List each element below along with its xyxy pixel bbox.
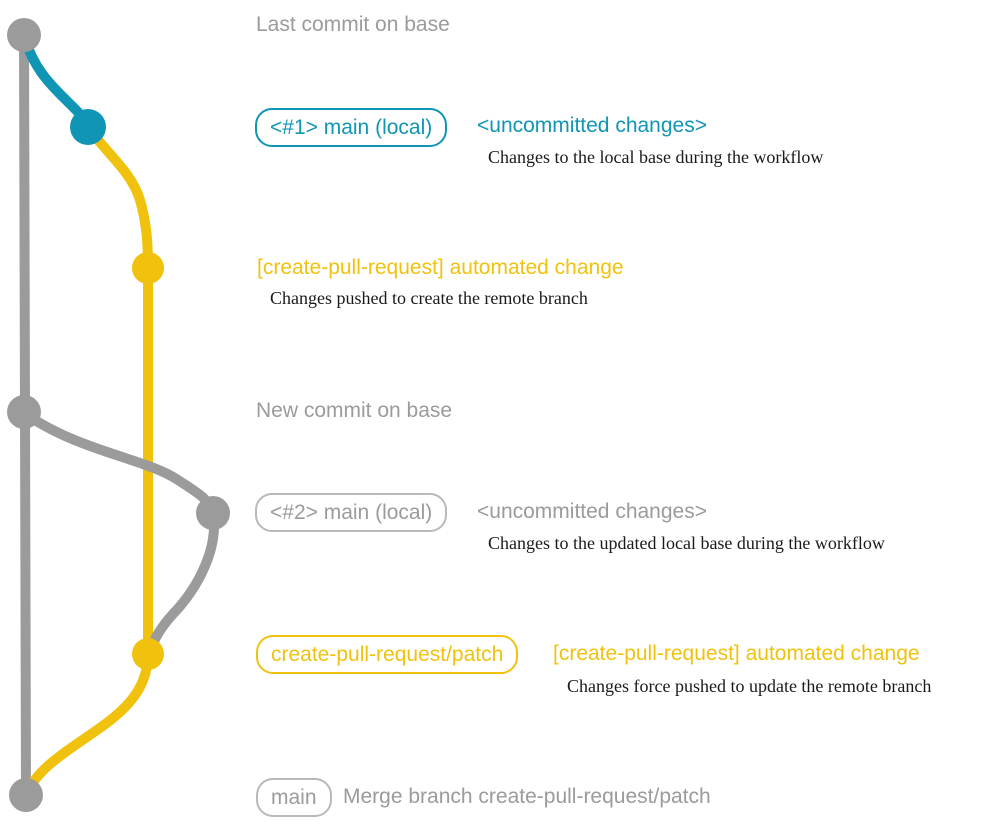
commit-dot-last-base	[7, 18, 41, 52]
local-branch-2-out-line	[19, 408, 218, 518]
commit-caption-remote-2: Changes force pushed to update the remot…	[567, 676, 932, 696]
branch-tag-create-pull-request-patch: create-pull-request/patch	[256, 635, 519, 674]
commit-caption-local-1: Changes to the local base during the wor…	[488, 147, 824, 167]
commit-dot-remote-1	[132, 252, 164, 284]
commit-dot-local-1	[70, 109, 106, 145]
local-branch-2-return-line	[145, 508, 219, 657]
merge-line	[21, 649, 153, 799]
commit-dot-local-2	[196, 496, 230, 530]
commit-dot-new-base	[7, 395, 41, 429]
branch-tag-main-local-1: <#1> main (local)	[255, 108, 448, 147]
branch-tag-main-local-2: <#2> main (local)	[255, 493, 448, 532]
commit-message-uncommitted-2: <uncommitted changes>	[477, 500, 707, 523]
commit-caption-local-2: Changes to the updated local base during…	[488, 533, 885, 553]
remote-branch-line	[83, 122, 153, 659]
commit-message-automated-1: [create-pull-request] automated change	[257, 256, 624, 279]
commit-message-automated-2: [create-pull-request] automated change	[553, 642, 920, 665]
branch-tag-main: main	[256, 778, 332, 817]
commit-dot-merge	[9, 778, 43, 812]
commit-message-uncommitted-1: <uncommitted changes>	[477, 114, 707, 137]
commit-caption-remote-1: Changes pushed to create the remote bran…	[270, 288, 588, 308]
commit-message-merge: Merge branch create-pull-request/patch	[343, 785, 711, 808]
annotation-last-commit-on-base: Last commit on base	[256, 13, 450, 36]
annotation-new-commit-on-base: New commit on base	[256, 399, 453, 422]
commit-dot-remote-2	[132, 638, 164, 670]
